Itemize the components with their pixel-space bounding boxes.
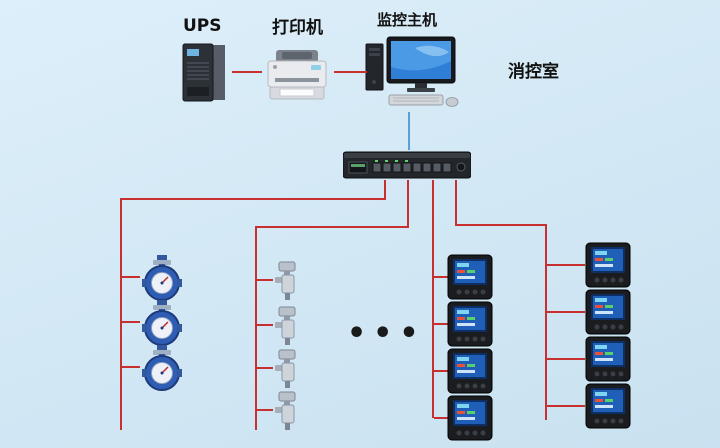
- power-meter-b1: [585, 242, 631, 288]
- water-meter-icon: [142, 345, 182, 391]
- stub-water-meter-1: [122, 276, 140, 278]
- stub-meter-a1: [434, 276, 448, 278]
- power-meter-a1: [447, 254, 493, 300]
- computer-workstation-icon: [365, 36, 459, 107]
- stub-transmitter-3: [257, 367, 273, 369]
- stub-transmitter-2: [257, 324, 273, 326]
- bus-right-horizontal: [455, 224, 547, 226]
- bus-mid-horizontal: [255, 226, 409, 228]
- power-meter-b4: [585, 383, 631, 429]
- switch-device: [342, 150, 472, 180]
- water-meter-3: [138, 345, 186, 391]
- stub-meter-a2: [434, 323, 448, 325]
- wire-ups-to-printer: [232, 71, 262, 73]
- switch-drop-1: [384, 180, 386, 200]
- rack-switch-icon: [342, 151, 472, 179]
- ups-device: [178, 42, 230, 104]
- power-meter-icon: [585, 242, 631, 288]
- bus-meter-col-a-vertical: [432, 180, 434, 418]
- stub-meter-b3: [547, 358, 585, 360]
- water-meter-icon: [142, 300, 182, 346]
- transmitter-icon: [275, 349, 296, 388]
- transmitter-3: [272, 349, 302, 389]
- power-meter-b3: [585, 336, 631, 382]
- stub-meter-b2: [547, 311, 585, 313]
- water-meter-icon: [142, 255, 182, 301]
- transmitter-4: [272, 391, 302, 431]
- switch-drop-4: [455, 180, 457, 226]
- power-meter-icon: [585, 289, 631, 335]
- monitor-host-device: [365, 36, 460, 109]
- stub-meter-a4: [434, 417, 448, 419]
- stub-water-meter-3: [122, 366, 140, 368]
- uplink-host-to-switch: [408, 112, 410, 150]
- bus-meter-col-b-vertical: [545, 224, 547, 420]
- printer-label: 打印机: [272, 18, 323, 38]
- transmitter-icon: [275, 261, 296, 300]
- ellipsis-more-devices: •••: [347, 316, 426, 351]
- ups-label: UPS: [183, 16, 222, 36]
- bus-left-horizontal: [120, 198, 386, 200]
- stub-water-meter-2: [122, 321, 140, 323]
- power-meter-icon: [585, 336, 631, 382]
- monitor-host-label: 监控主机: [377, 11, 438, 29]
- ups-tower-icon: [182, 43, 225, 102]
- water-meter-1: [138, 255, 186, 301]
- stub-meter-b4: [547, 405, 585, 407]
- power-meter-a3: [447, 348, 493, 394]
- control-room-label: 消控室: [508, 62, 559, 82]
- bus-water-meter-vertical: [120, 198, 122, 430]
- power-meter-icon: [585, 383, 631, 429]
- water-meter-2: [138, 300, 186, 346]
- power-meter-a2: [447, 301, 493, 347]
- transmitter-1: [272, 261, 302, 301]
- transmitter-2: [272, 306, 302, 346]
- stub-meter-a3: [434, 370, 448, 372]
- power-meter-b2: [585, 289, 631, 335]
- stub-transmitter-4: [257, 409, 273, 411]
- power-meter-icon: [447, 395, 493, 441]
- switch-drop-2: [407, 180, 409, 228]
- stub-meter-b1: [547, 264, 585, 266]
- printer-device: [262, 48, 332, 106]
- wire-printer-to-host: [334, 71, 367, 73]
- power-meter-icon: [447, 254, 493, 300]
- power-meter-icon: [447, 348, 493, 394]
- bus-transmitter-vertical: [255, 226, 257, 430]
- printer-icon: [267, 50, 327, 100]
- power-meter-a4: [447, 395, 493, 441]
- transmitter-icon: [275, 391, 296, 430]
- stub-transmitter-1: [257, 279, 273, 281]
- transmitter-icon: [275, 306, 296, 345]
- power-meter-icon: [447, 301, 493, 347]
